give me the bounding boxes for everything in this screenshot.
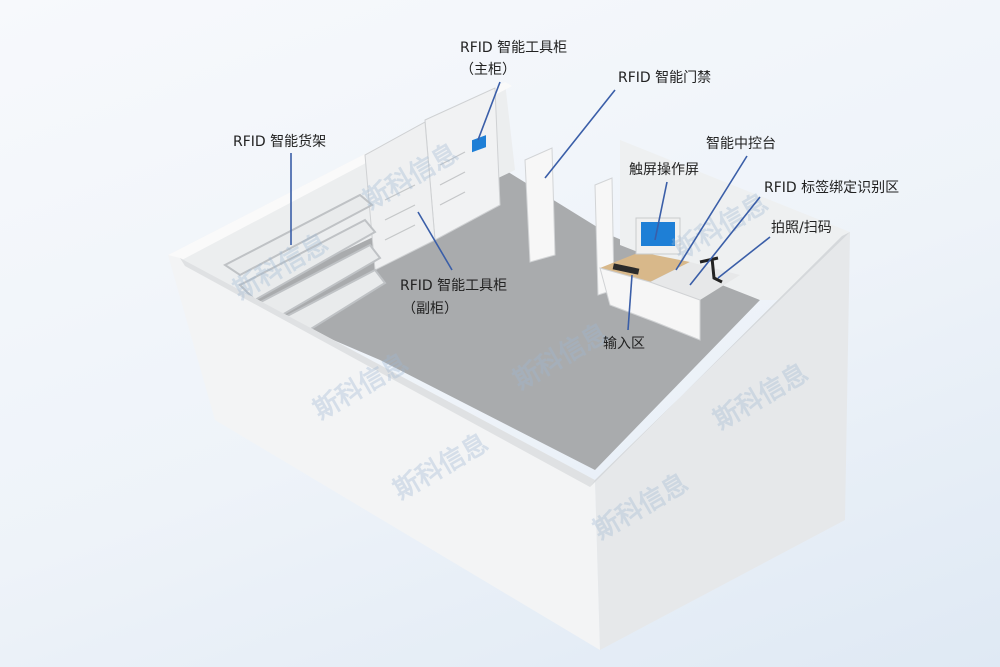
leader-console [675,155,748,271]
front-right-wall [595,232,850,650]
leader-sub-cabinet [417,211,453,271]
label-input-area: 输入区 [603,336,645,352]
leader-input-area [627,274,633,331]
leader-access-gate [544,89,616,179]
access-gate-panel [524,147,556,263]
leader-touch-screen [654,181,668,241]
label-sub-cabinet: RFID 智能工具柜 [400,278,507,294]
front-left-wall-top [180,258,595,487]
leader-tag-binding [689,196,761,286]
leader-camera-scan [717,236,771,279]
label-shelf: RFID 智能货架 [233,133,326,150]
cabinet-glass-shelves [384,151,466,241]
console-desk-wood [600,252,690,282]
keyboard [612,263,640,275]
label-main-cabinet: RFID 智能工具柜 [460,40,567,56]
label-camera-scan: 拍照/扫码 [771,220,832,236]
leader-lines [290,81,771,331]
label-sub-cabinet-sub: （副柜） [402,301,458,317]
leader-main-cabinet [477,81,501,141]
label-main-cabinet-sub: （主柜） [460,62,516,78]
console-desk-top [650,262,740,300]
label-access-gate: RFID 智能门禁 [618,70,711,86]
front-left-wall [168,255,600,650]
label-console: 智能中控台 [706,136,776,152]
main-cabinet-screen [472,135,486,153]
console-desk-front [599,267,701,341]
label-tag-binding: RFID 标签绑定识别区 [764,179,899,196]
label-touch-screen: 触屏操作屏 [629,162,699,178]
